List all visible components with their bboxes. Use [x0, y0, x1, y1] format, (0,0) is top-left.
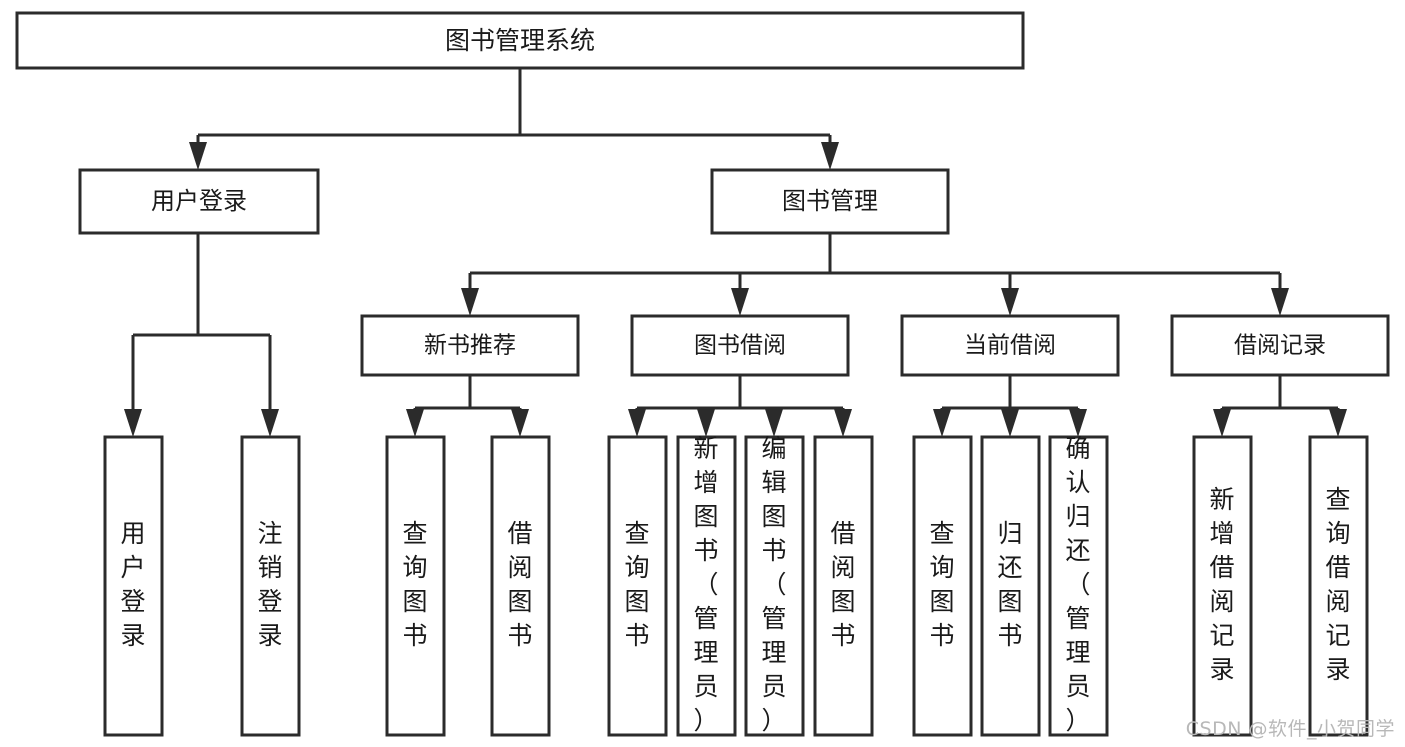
connector-group-root [189, 68, 839, 170]
leaf-label: 编辑图书（管理员） [761, 434, 786, 735]
node-user-login[interactable]: 用户登录 [78, 168, 320, 235]
root-box[interactable] [15, 11, 1025, 70]
leaf-node[interactable]: 确认归还（管理员） [1048, 434, 1109, 737]
leaf-label: 查询图书 [929, 519, 954, 650]
arrow-to-leaf-add-record [1213, 409, 1231, 437]
node-book-manage[interactable]: 图书管理 [710, 168, 950, 235]
leaf-node[interactable]: 新增图书（管理员） [676, 434, 737, 737]
leaf-box[interactable] [607, 435, 668, 737]
leaf-label: 查询图书 [624, 519, 649, 650]
user-login-label: 用户登录 [151, 187, 247, 215]
borrow-record-box[interactable] [1170, 314, 1390, 377]
arrow-to-leaf-borrow-book-2 [834, 409, 852, 437]
arrow-to-leaf-query-book-2 [628, 409, 646, 437]
leaf-label: 归还图书 [997, 519, 1022, 650]
leaf-label: 查询借阅记录 [1325, 485, 1350, 684]
leaf-node[interactable]: 查询图书 [385, 435, 446, 737]
user-login-box[interactable] [78, 168, 320, 235]
leaf-box[interactable] [103, 435, 164, 737]
leaf-box[interactable] [744, 435, 805, 737]
arrow-to-leaf-user-logout [261, 409, 279, 437]
arrow-to-borrow-record [1271, 288, 1289, 316]
leaf-box[interactable] [813, 435, 874, 737]
leaf-box[interactable] [490, 435, 551, 737]
arrow-to-leaf-return-book [1001, 409, 1019, 437]
arrow-to-leaf-confirm-return [1069, 409, 1087, 437]
current-borrow-box[interactable] [900, 314, 1120, 377]
arrow-to-book-manage [821, 142, 839, 170]
leaf-node[interactable]: 编辑图书（管理员） [744, 434, 805, 737]
borrow-record-label: 借阅记录 [1234, 333, 1326, 359]
book-manage-label: 图书管理 [782, 187, 878, 215]
arrow-to-leaf-query-book-3 [933, 409, 951, 437]
leaf-box[interactable] [240, 435, 301, 737]
leaf-node[interactable]: 新增借阅记录 [1192, 435, 1253, 737]
connector-group-book-borrow [628, 375, 852, 437]
arrow-to-leaf-borrow-book-1 [511, 409, 529, 437]
connector-group-borrow-record [1213, 375, 1347, 437]
current-borrow-label: 当前借阅 [964, 333, 1056, 359]
leaf-box[interactable] [1192, 435, 1253, 737]
leaf-label: 借阅图书 [830, 519, 855, 650]
arrow-to-leaf-edit-book [765, 409, 783, 437]
leaf-node[interactable]: 查询图书 [912, 435, 973, 737]
leaf-label: 用户登录 [120, 519, 145, 650]
node-new-book-recommend[interactable]: 新书推荐 [360, 314, 580, 377]
leaf-box[interactable] [1048, 435, 1109, 737]
leaf-node[interactable]: 查询图书 [607, 435, 668, 737]
arrow-to-book-borrow [731, 288, 749, 316]
node-current-borrow[interactable]: 当前借阅 [900, 314, 1120, 377]
leaf-node[interactable]: 查询借阅记录 [1308, 435, 1369, 737]
leaf-label: 新增图书（管理员） [693, 434, 718, 735]
arrow-to-user-login [189, 142, 207, 170]
leaf-box[interactable] [980, 435, 1041, 737]
arrow-to-leaf-query-book-1 [406, 409, 424, 437]
connector-group-user-login [124, 233, 279, 437]
leaf-label: 借阅图书 [507, 519, 532, 650]
arrow-to-leaf-user-login [124, 409, 142, 437]
leaf-node[interactable]: 归还图书 [980, 435, 1041, 737]
connector-group-book-manage [461, 233, 1289, 316]
new-book-recommend-box[interactable] [360, 314, 580, 377]
node-borrow-record[interactable]: 借阅记录 [1170, 314, 1390, 377]
node-book-borrow[interactable]: 图书借阅 [630, 314, 850, 377]
connector-group-new-book-recommend [406, 375, 529, 437]
leaf-node[interactable]: 借阅图书 [813, 435, 874, 737]
arrow-to-leaf-query-record [1329, 409, 1347, 437]
node-root[interactable]: 图书管理系统 [15, 11, 1025, 70]
arrow-to-current-borrow [1001, 288, 1019, 316]
leaf-box[interactable] [676, 435, 737, 737]
root-label: 图书管理系统 [445, 26, 595, 55]
leaf-box[interactable] [912, 435, 973, 737]
leaf-label: 查询图书 [402, 519, 427, 650]
new-book-recommend-label: 新书推荐 [424, 333, 516, 359]
book-borrow-box[interactable] [630, 314, 850, 377]
book-borrow-label: 图书借阅 [694, 333, 786, 359]
arrow-to-new-book-recommend [461, 288, 479, 316]
connector-group-current-borrow [933, 375, 1087, 437]
leaf-label: 注销登录 [257, 519, 282, 650]
arrow-to-leaf-add-book [697, 409, 715, 437]
leaf-node[interactable]: 借阅图书 [490, 435, 551, 737]
leaf-label: 新增借阅记录 [1209, 485, 1234, 684]
leaf-node[interactable]: 用户登录 [103, 435, 164, 737]
book-manage-box[interactable] [710, 168, 950, 235]
leaf-label: 确认归还（管理员） [1065, 434, 1090, 735]
leaf-box[interactable] [385, 435, 446, 737]
leaf-node[interactable]: 注销登录 [240, 435, 301, 737]
leaf-box[interactable] [1308, 435, 1369, 737]
